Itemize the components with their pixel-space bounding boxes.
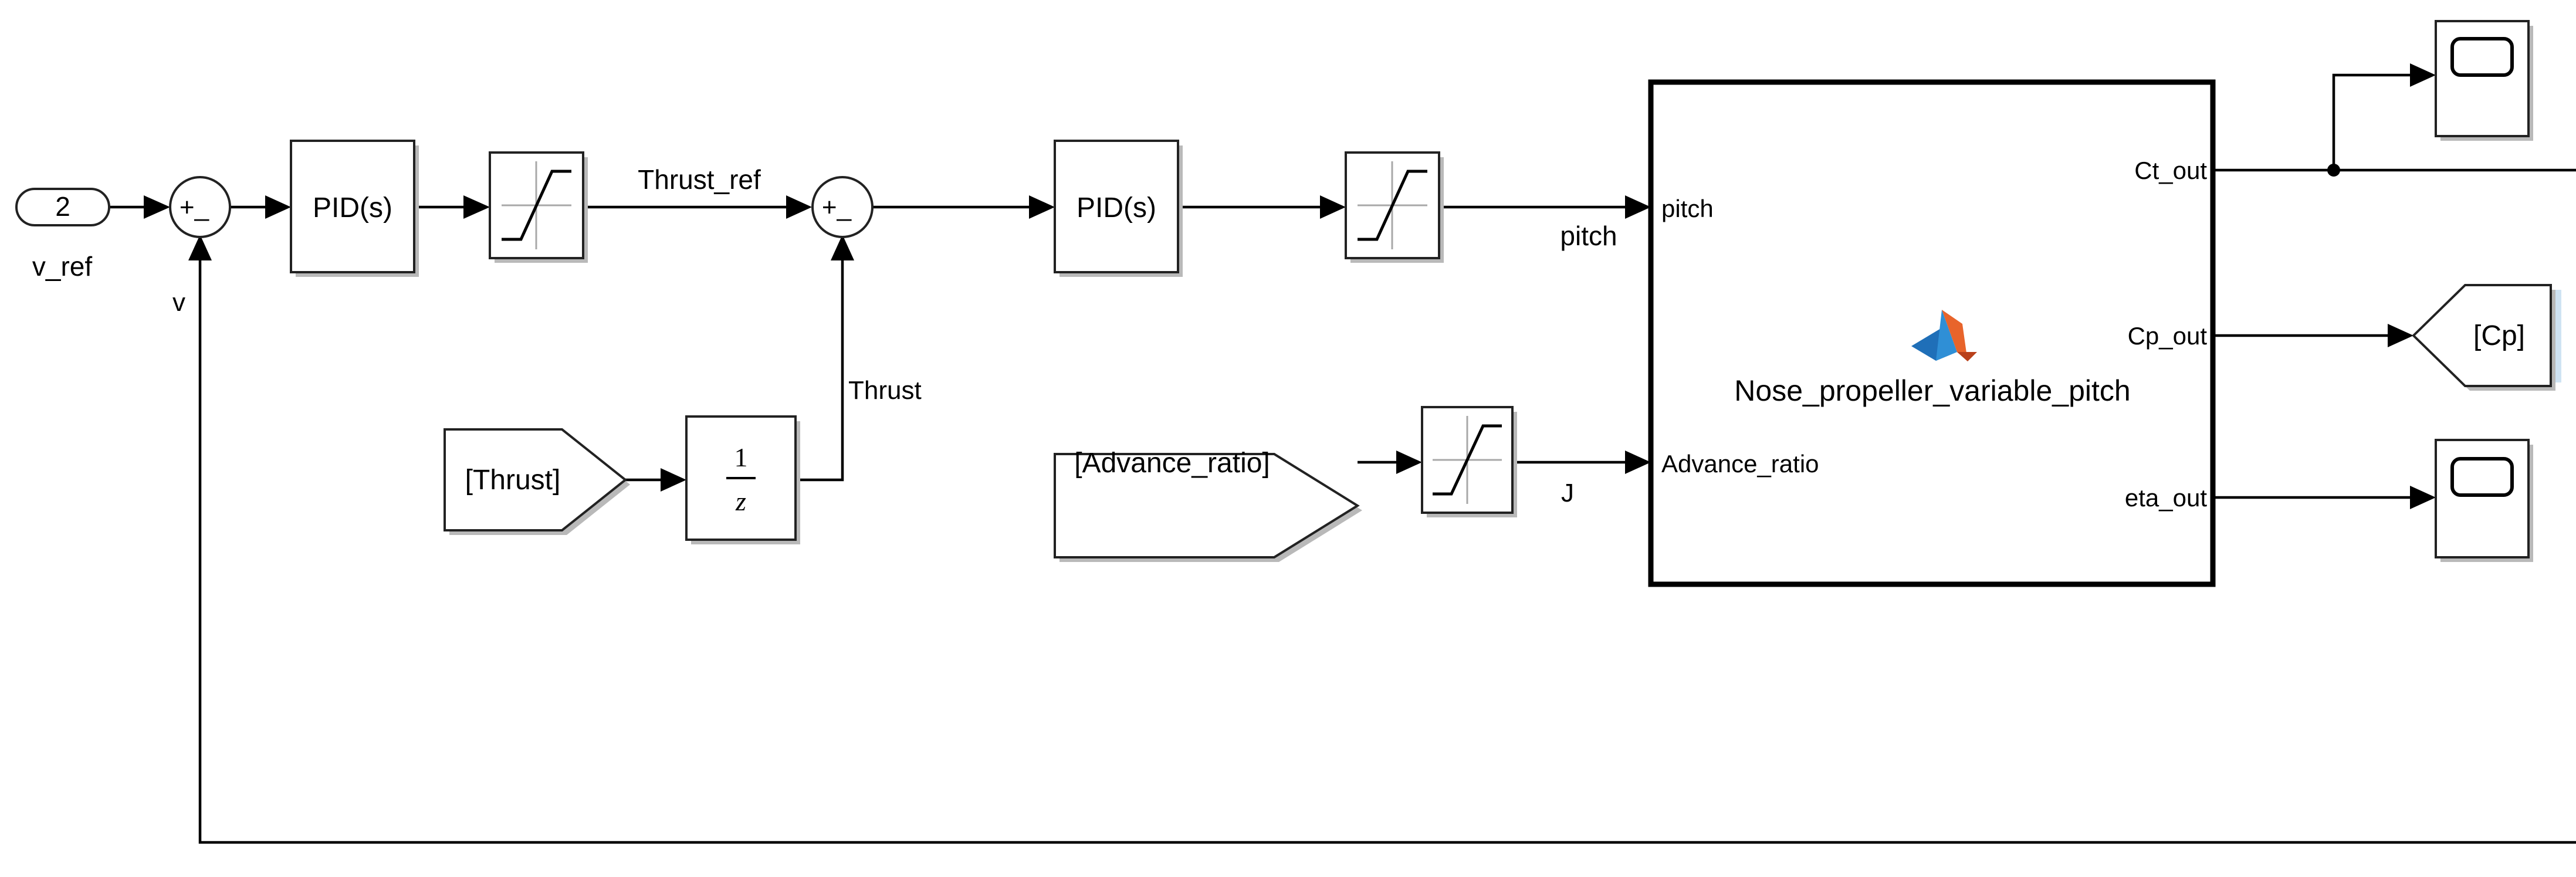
arrowhead (1029, 195, 1055, 219)
matlab-function-block[interactable]: Nose_propeller_variable_pitch pitch Adva… (1648, 79, 2216, 587)
arrowhead (831, 235, 854, 260)
wire-v-feedback[interactable] (198, 260, 2576, 844)
signal-label-pitch: pitch (1560, 221, 1617, 251)
goto-block-cp[interactable]: [Cp] (2412, 284, 2561, 391)
saturation-block-2[interactable] (1345, 151, 1444, 263)
wire-thrust-feedback[interactable] (800, 260, 844, 482)
matlab-logo-icon (1911, 310, 1977, 361)
scope-block-ct[interactable] (2435, 20, 2533, 141)
input-port-pitch: pitch (1661, 195, 1714, 222)
wire-ct-out-branch-to-scope[interactable] (2332, 73, 2410, 170)
pid-label: PID(s) (1077, 192, 1156, 224)
delay-denominator: z (735, 486, 746, 516)
output-port-ct-out: Ct_out (2134, 157, 2207, 184)
arrowhead (2388, 324, 2413, 347)
sum-block-1[interactable]: +_ (169, 176, 231, 238)
signal-label-v: v (172, 288, 185, 317)
arrowhead (1625, 451, 1651, 474)
output-port-cp-out: Cp_out (2128, 322, 2208, 350)
signal-lines (109, 63, 2576, 844)
saturation-block-1[interactable] (489, 151, 588, 263)
arrowhead (2410, 486, 2436, 509)
arrowhead (188, 235, 212, 260)
sum-block-2[interactable]: +_ (811, 176, 874, 238)
signal-label-thrust-ref: Thrust_ref (638, 164, 761, 195)
inport-label: v_ref (32, 251, 92, 282)
from-block-advance-ratio[interactable]: [Advance_ratio] (1054, 448, 1362, 562)
scope-block-eta[interactable] (2435, 439, 2533, 562)
saturation-block-3[interactable] (1421, 406, 1517, 517)
arrowhead (1396, 451, 1422, 474)
saturation-icon (502, 161, 571, 249)
saturation-icon (1358, 161, 1427, 249)
output-port-eta-out: eta_out (2125, 484, 2207, 512)
scope-icon (2450, 37, 2514, 77)
saturation-icon (1433, 416, 1502, 504)
arrowhead (265, 195, 291, 219)
scope-icon (2450, 457, 2514, 497)
arrowhead (1320, 195, 1346, 219)
arrowhead (463, 195, 490, 219)
arrowhead (144, 195, 170, 219)
pid-controller-2[interactable]: PID(s) (1054, 140, 1183, 277)
sum-signs: +_ (180, 193, 209, 222)
function-name: Nose_propeller_variable_pitch (1734, 374, 2130, 407)
from-block-label: [Thrust] (465, 465, 561, 496)
branch-point (2327, 164, 2340, 177)
sum-signs: +_ (822, 193, 852, 222)
goto-block-label: [Cp] (2473, 320, 2525, 351)
arrowhead (786, 195, 812, 219)
pid-label: PID(s) (313, 192, 392, 224)
arrowhead (2410, 63, 2436, 87)
from-block-thrust[interactable]: [Thrust] (444, 428, 630, 535)
input-port-advance-ratio: Advance_ratio (1661, 450, 1819, 478)
signal-label-thrust: Thrust (848, 376, 922, 405)
from-block-label: [Advance_ratio] (1074, 448, 1270, 479)
delay-numerator: 1 (734, 442, 748, 472)
arrowhead (661, 468, 686, 492)
unit-delay-block[interactable]: 1 z (685, 415, 800, 544)
inport-v-ref[interactable]: 2 (15, 188, 110, 226)
pid-controller-1[interactable]: PID(s) (290, 140, 419, 277)
inport-number: 2 (55, 191, 70, 222)
signal-label-j: J (1561, 479, 1574, 507)
arrowhead (1625, 195, 1651, 219)
